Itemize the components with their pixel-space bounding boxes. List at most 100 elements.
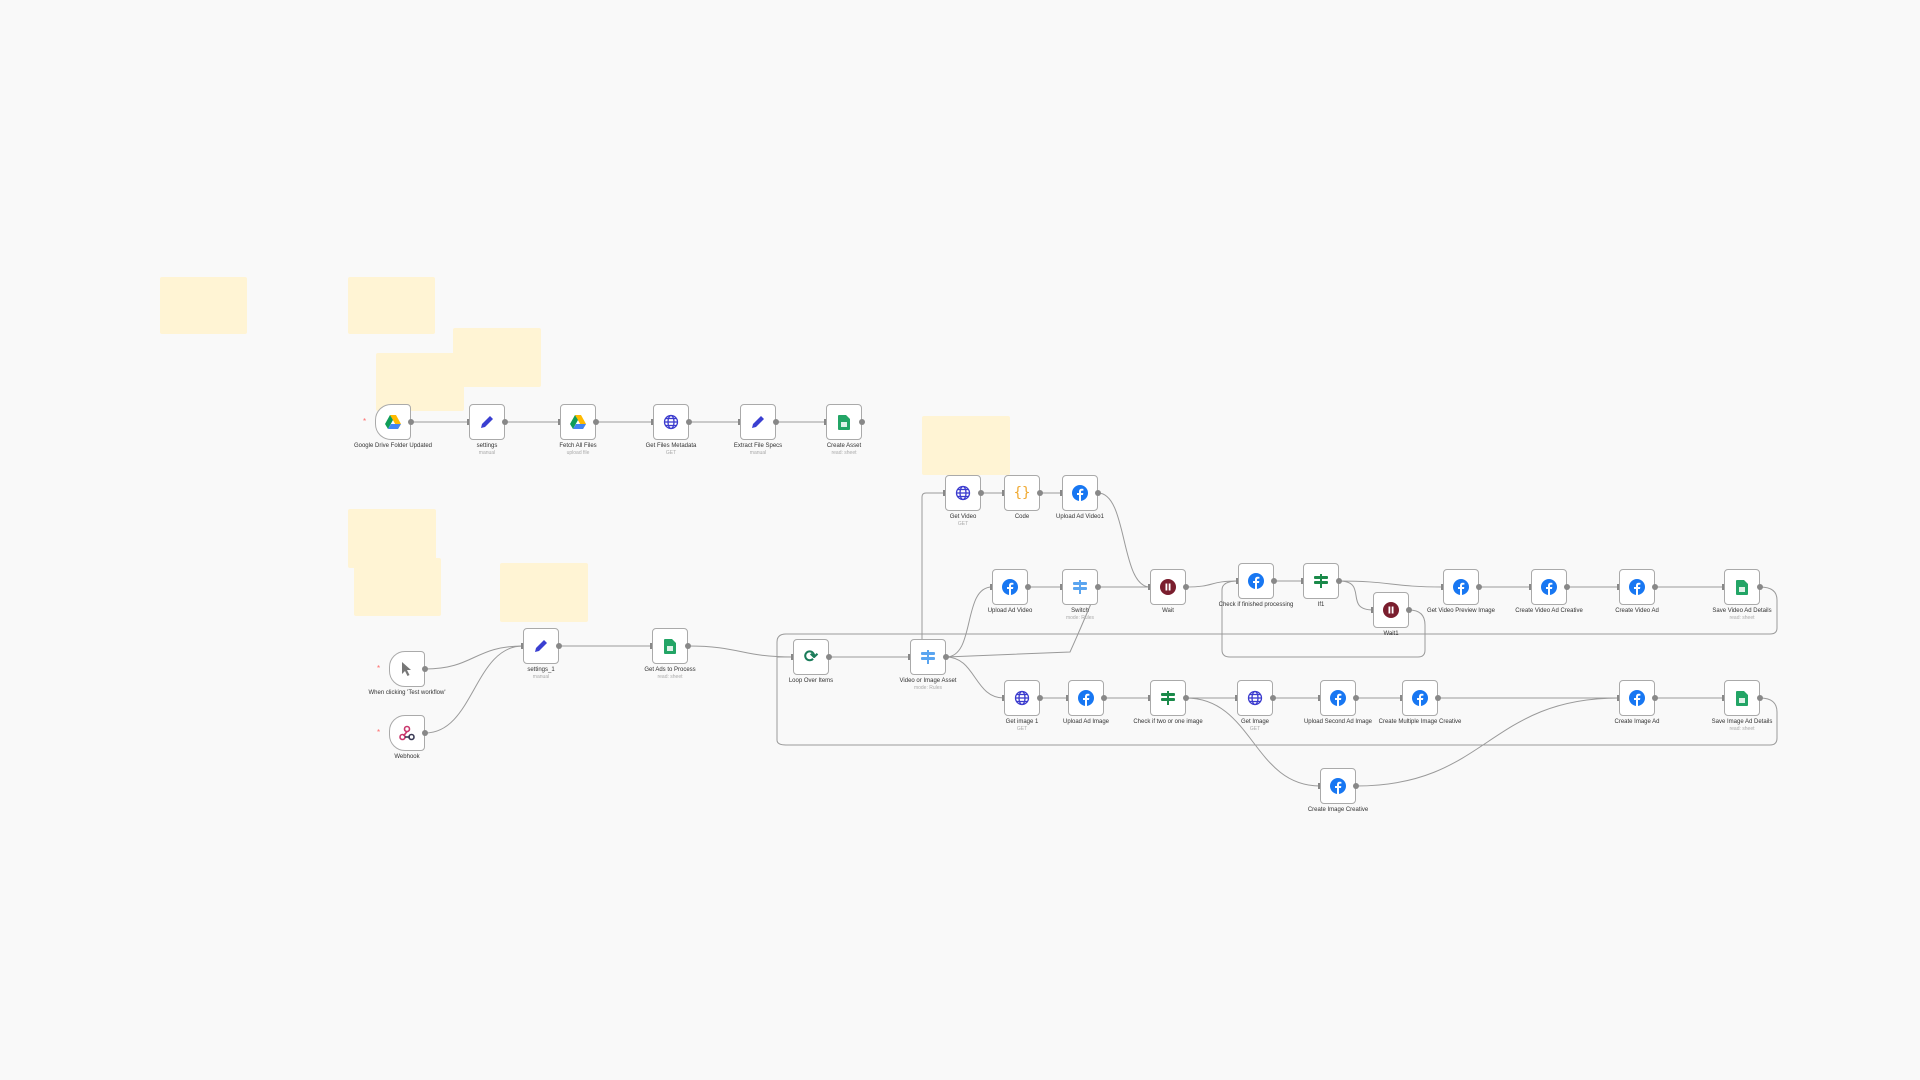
output-handle[interactable] xyxy=(502,419,508,425)
node-extract[interactable] xyxy=(740,404,776,440)
output-handle[interactable] xyxy=(685,643,691,649)
input-handle[interactable] xyxy=(1441,584,1443,590)
node-check2[interactable] xyxy=(1150,680,1186,716)
connection-vioa-uploadvideo[interactable] xyxy=(945,586,993,658)
input-handle[interactable] xyxy=(1002,695,1004,701)
input-handle[interactable] xyxy=(1318,783,1320,789)
input-handle[interactable] xyxy=(1371,607,1373,613)
output-handle[interactable] xyxy=(593,419,599,425)
output-handle[interactable] xyxy=(1476,584,1482,590)
node-check[interactable] xyxy=(1238,563,1274,599)
output-handle[interactable] xyxy=(686,419,692,425)
input-handle[interactable] xyxy=(943,490,945,496)
input-handle[interactable] xyxy=(1002,490,1004,496)
output-handle[interactable] xyxy=(556,643,562,649)
output-handle[interactable] xyxy=(1757,695,1763,701)
output-handle[interactable] xyxy=(1037,695,1043,701)
output-handle[interactable] xyxy=(1095,584,1101,590)
output-handle[interactable] xyxy=(859,419,865,425)
output-handle[interactable] xyxy=(1353,783,1359,789)
node-wait1[interactable] xyxy=(1373,592,1409,628)
node-if1[interactable] xyxy=(1303,563,1339,599)
output-handle[interactable] xyxy=(1101,695,1107,701)
node-saveimg[interactable] xyxy=(1724,680,1760,716)
input-handle[interactable] xyxy=(1617,695,1619,701)
node-settings[interactable] xyxy=(469,404,505,440)
output-handle[interactable] xyxy=(1183,695,1189,701)
input-handle[interactable] xyxy=(791,654,793,660)
input-handle[interactable] xyxy=(1148,695,1150,701)
input-handle[interactable] xyxy=(651,419,653,425)
connection-if1-gvp[interactable] xyxy=(1338,580,1444,588)
node-createasset[interactable] xyxy=(826,404,862,440)
output-handle[interactable] xyxy=(1652,584,1658,590)
input-handle[interactable] xyxy=(738,419,740,425)
input-handle[interactable] xyxy=(1617,584,1619,590)
node-savevideo[interactable] xyxy=(1724,569,1760,605)
input-handle[interactable] xyxy=(1148,584,1150,590)
connection-manual-settings1[interactable] xyxy=(424,645,524,670)
node-getimage[interactable] xyxy=(1237,680,1273,716)
node-getmeta[interactable] xyxy=(653,404,689,440)
node-loop[interactable]: ⟳ xyxy=(793,639,829,675)
input-handle[interactable] xyxy=(1722,584,1724,590)
node-gdrive[interactable] xyxy=(375,404,411,440)
input-handle[interactable] xyxy=(824,419,826,425)
node-cvac[interactable] xyxy=(1531,569,1567,605)
output-handle[interactable] xyxy=(978,490,984,496)
output-handle[interactable] xyxy=(1025,584,1031,590)
node-switch[interactable] xyxy=(1062,569,1098,605)
input-handle[interactable] xyxy=(908,654,910,660)
input-handle[interactable] xyxy=(1060,584,1062,590)
node-fetch[interactable] xyxy=(560,404,596,440)
node-wait[interactable] xyxy=(1150,569,1186,605)
connection-if1-wait1[interactable] xyxy=(1338,580,1374,611)
input-handle[interactable] xyxy=(650,643,652,649)
input-handle[interactable] xyxy=(1301,578,1303,584)
sticky-note[interactable] xyxy=(376,353,464,411)
output-handle[interactable] xyxy=(1564,584,1570,590)
output-handle[interactable] xyxy=(1095,490,1101,496)
output-handle[interactable] xyxy=(1270,695,1276,701)
output-handle[interactable] xyxy=(826,654,832,660)
input-handle[interactable] xyxy=(467,419,469,425)
node-creative[interactable] xyxy=(1320,768,1356,804)
input-handle[interactable] xyxy=(1722,695,1724,701)
output-handle[interactable] xyxy=(422,730,428,736)
input-handle[interactable] xyxy=(990,584,992,590)
node-settings1[interactable] xyxy=(523,628,559,664)
output-handle[interactable] xyxy=(1271,578,1277,584)
sticky-note[interactable] xyxy=(500,563,588,622)
input-handle[interactable] xyxy=(1066,695,1068,701)
input-handle[interactable] xyxy=(1400,695,1402,701)
loop-back-connection[interactable] xyxy=(776,586,1778,746)
input-handle[interactable] xyxy=(558,419,560,425)
connection-upload1-wait[interactable] xyxy=(1097,492,1151,588)
connection-check2-creative[interactable] xyxy=(1185,697,1321,787)
connection-creative-createimgad[interactable] xyxy=(1355,697,1620,787)
output-handle[interactable] xyxy=(1435,695,1441,701)
output-handle[interactable] xyxy=(1757,584,1763,590)
output-handle[interactable] xyxy=(408,419,414,425)
connection-webhook-settings1[interactable] xyxy=(424,645,524,734)
output-handle[interactable] xyxy=(1406,607,1412,613)
output-handle[interactable] xyxy=(1652,695,1658,701)
output-handle[interactable] xyxy=(773,419,779,425)
sticky-note[interactable] xyxy=(453,328,541,387)
node-vioa[interactable] xyxy=(910,639,946,675)
connection-vioa-getimage1[interactable] xyxy=(945,656,1005,699)
node-cva[interactable] xyxy=(1619,569,1655,605)
input-handle[interactable] xyxy=(1529,584,1531,590)
node-getvideo[interactable] xyxy=(945,475,981,511)
sticky-note[interactable] xyxy=(354,558,441,616)
input-handle[interactable] xyxy=(521,643,523,649)
input-handle[interactable] xyxy=(1235,695,1237,701)
input-handle[interactable] xyxy=(1318,695,1320,701)
sticky-note[interactable] xyxy=(160,277,247,334)
node-code[interactable]: {} xyxy=(1004,475,1040,511)
node-uploadvideo[interactable] xyxy=(992,569,1028,605)
output-handle[interactable] xyxy=(422,666,428,672)
wait1-retry-connection[interactable] xyxy=(1221,580,1426,658)
node-manual[interactable] xyxy=(389,651,425,687)
